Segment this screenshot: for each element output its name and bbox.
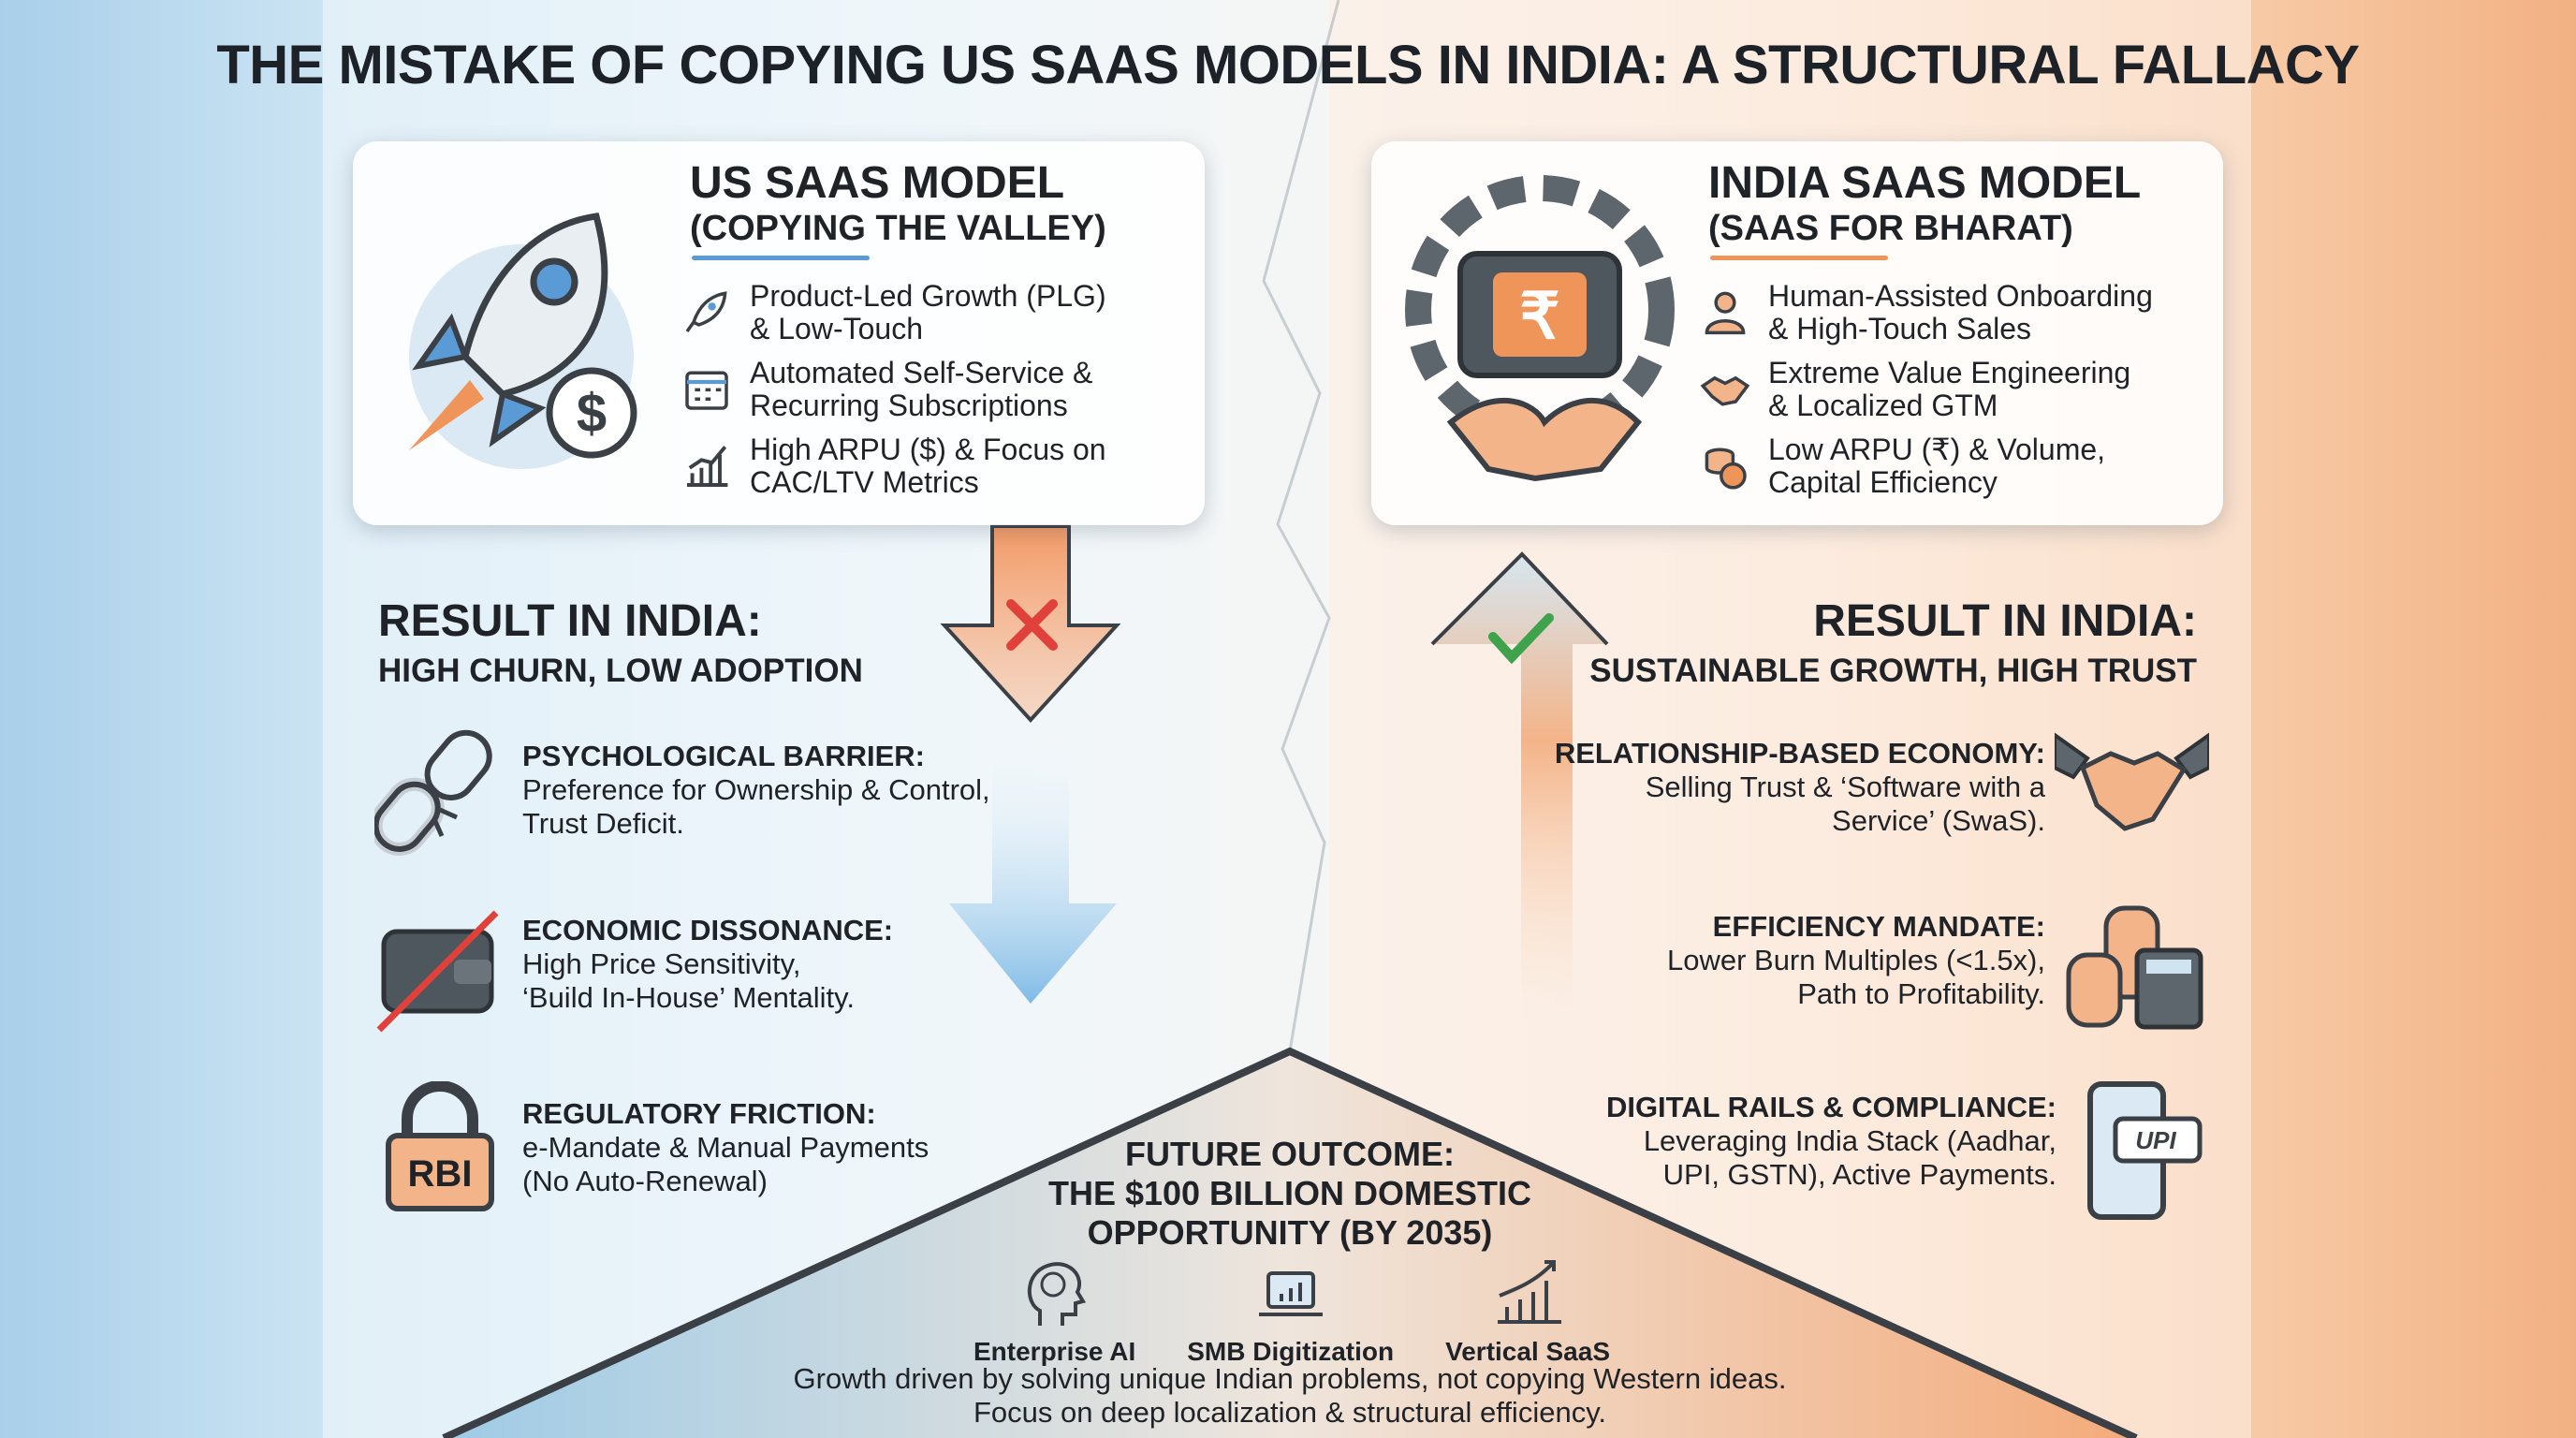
laptop-chart-icon: [1258, 1271, 1323, 1316]
handshake-icon: [2055, 732, 2209, 831]
brain-head-icon: [1027, 1262, 1086, 1326]
right-result-heading: RESULT IN INDIA:: [1813, 596, 2197, 646]
left-result-subheading: HIGH CHURN, LOW ADOPTION: [378, 653, 863, 689]
page-title: THE MISTAKE OF COPYING US SAAS MODELS IN…: [216, 35, 2360, 95]
opportunity-categories: Enterprise AI SMB Digitization Vertical …: [973, 1255, 1610, 1367]
right-result-header: RESULT IN INDIA: SUSTAINABLE GROWTH, HIG…: [1589, 595, 2197, 690]
handshake-icon: [1700, 375, 1750, 406]
down-arrow-cross: [940, 524, 1121, 723]
us-saas-model-card: $ US SAAS MODEL (COPYING THE VALLEY) Pro…: [353, 141, 1205, 525]
phone-upi-icon: UPI: [2087, 1081, 2203, 1220]
rocket-icon: $: [409, 213, 637, 469]
bar-chart-icon: [687, 446, 728, 487]
engine-gear-handshake-icon: ₹: [1405, 175, 1675, 482]
left-item-regulatory-friction: REGULATORY FRICTION:e-Mandate & Manual P…: [522, 1097, 929, 1197]
coins-calculator-icon: [2066, 905, 2203, 1030]
us-item-subscriptions: Automated Self-Service &Recurring Subscr…: [681, 357, 1106, 433]
india-underline: [1710, 256, 1888, 260]
footer-note: Growth driven by solving unique Indian p…: [793, 1362, 1787, 1429]
growth-chart-icon: [1498, 1260, 1562, 1324]
category-vertical-saas: Vertical SaaS: [1445, 1255, 1610, 1367]
category-smb-digitization: SMB Digitization: [1187, 1255, 1394, 1367]
person-icon: [1705, 291, 1746, 335]
coins-icon: [1705, 448, 1747, 490]
right-item-efficiency-mandate: EFFICIENCY MANDATE:Lower Burn Multiples …: [1666, 910, 2045, 1010]
left-item-economic-dissonance: ECONOMIC DISSONANCE:High Price Sensitivi…: [522, 914, 894, 1014]
svg-text:RBI: RBI: [408, 1153, 473, 1195]
india-card-subtitle: (SAAS FOR BHARAT): [1708, 209, 2073, 248]
india-item-low-arpu: Low ARPU (₹) & Volume,Capital Efficiency: [1699, 433, 2153, 510]
wallet-icon: [376, 910, 499, 1033]
svg-text:₹: ₹: [1519, 281, 1559, 352]
left-result-header: RESULT IN INDIA: HIGH CHURN, LOW ADOPTIO…: [378, 595, 863, 690]
us-card-subtitle: (COPYING THE VALLEY): [690, 209, 1106, 248]
category-enterprise-ai: Enterprise AI: [973, 1255, 1135, 1367]
right-item-relationship-economy: RELATIONSHIP-BASED ECONOMY:Selling Trust…: [1554, 737, 2045, 837]
broken-chain-icon: [374, 729, 492, 856]
india-saas-model-card: ₹ INDIA SAAS MODEL (SAAS FOR BHARAT) Hum…: [1371, 141, 2223, 525]
svg-text:UPI: UPI: [2135, 1126, 2176, 1154]
india-item-onboarding: Human-Assisted Onboarding& High-Touch Sa…: [1699, 280, 2153, 357]
right-result-subheading: SUSTAINABLE GROWTH, HIGH TRUST: [1589, 653, 2197, 689]
rocket-icon: [685, 291, 727, 333]
right-item-digital-rails: DIGITAL RAILS & COMPLIANCE:Leveraging In…: [1605, 1091, 2056, 1191]
left-item-psychological-barrier: PSYCHOLOGICAL BARRIER:Preference for Own…: [522, 740, 990, 840]
us-underline: [692, 256, 870, 260]
future-outcome: FUTURE OUTCOME:THE $100 BILLION DOMESTIC…: [1047, 1135, 1532, 1252]
us-item-plg: Product-Led Growth (PLG)& Low-Touch: [681, 280, 1106, 357]
calendar-icon: [685, 371, 728, 410]
left-result-heading: RESULT IN INDIA:: [378, 596, 762, 646]
us-card-title: US SAAS MODEL: [690, 158, 1065, 208]
india-item-value-engineering: Extreme Value Engineering& Localized GTM: [1699, 357, 2153, 433]
india-card-title: INDIA SAAS MODEL: [1708, 158, 2142, 208]
svg-text:$: $: [577, 383, 607, 444]
padlock-rbi-icon: RBI: [386, 1081, 494, 1211]
